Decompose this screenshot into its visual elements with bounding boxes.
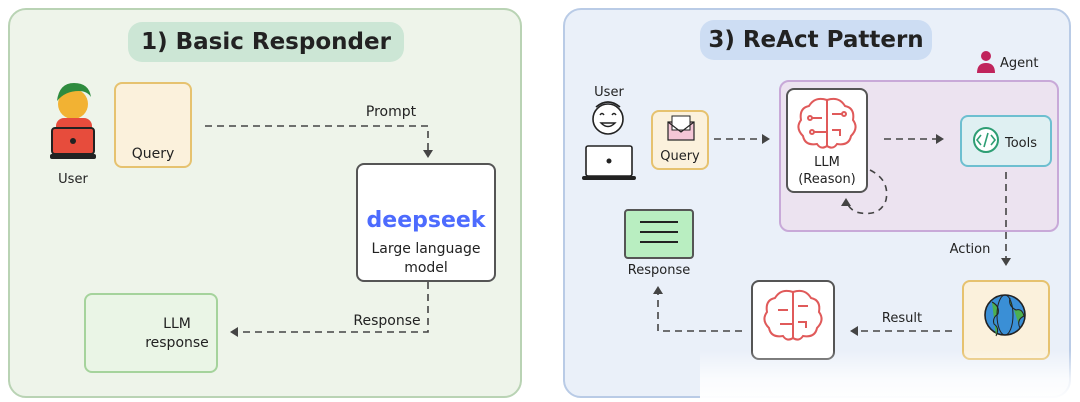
react-pattern-title: 3) ReAct Pattern — [700, 20, 932, 60]
text-lines-icon — [640, 221, 678, 243]
globe-icon — [984, 294, 1026, 337]
model-line1: Large language — [371, 241, 481, 257]
llm-response-line1: LLM — [163, 316, 191, 332]
agent-label: Agent — [1000, 56, 1039, 71]
envelope-icon — [667, 115, 695, 141]
left-query-label: Query — [131, 146, 175, 162]
response-box-right — [624, 209, 694, 259]
deepseek-logo-text: deepseek — [366, 208, 486, 233]
user-with-laptop-icon — [50, 83, 96, 159]
response-label-left: Response — [353, 313, 421, 329]
result-label: Result — [881, 311, 923, 326]
agent-person-icon — [977, 51, 995, 73]
tools-label: Tools — [1005, 136, 1038, 151]
llm-response-line2: response — [145, 335, 209, 351]
right-query-label: Query — [660, 149, 700, 164]
llm-reason-line1: LLM — [814, 155, 840, 170]
llm-reason-line2: (Reason) — [798, 172, 856, 187]
smiling-user-with-laptop-icon — [582, 101, 636, 180]
llm-model-box — [356, 163, 496, 282]
model-line2: model — [404, 260, 448, 276]
code-icon — [973, 127, 999, 153]
action-label: Action — [949, 242, 991, 257]
prompt-label: Prompt — [365, 104, 417, 120]
left-query-box — [114, 82, 192, 168]
response-label-right: Response — [627, 263, 691, 278]
brain-circuit-icon-bottom — [763, 289, 823, 341]
bottom-fade-overlay — [700, 350, 1080, 402]
brain-circuit-icon — [797, 97, 857, 149]
left-user-label: User — [58, 172, 88, 187]
right-user-label: User — [594, 85, 624, 100]
llm-response-box — [84, 293, 218, 373]
basic-responder-title: 1) Basic Responder — [128, 22, 404, 62]
